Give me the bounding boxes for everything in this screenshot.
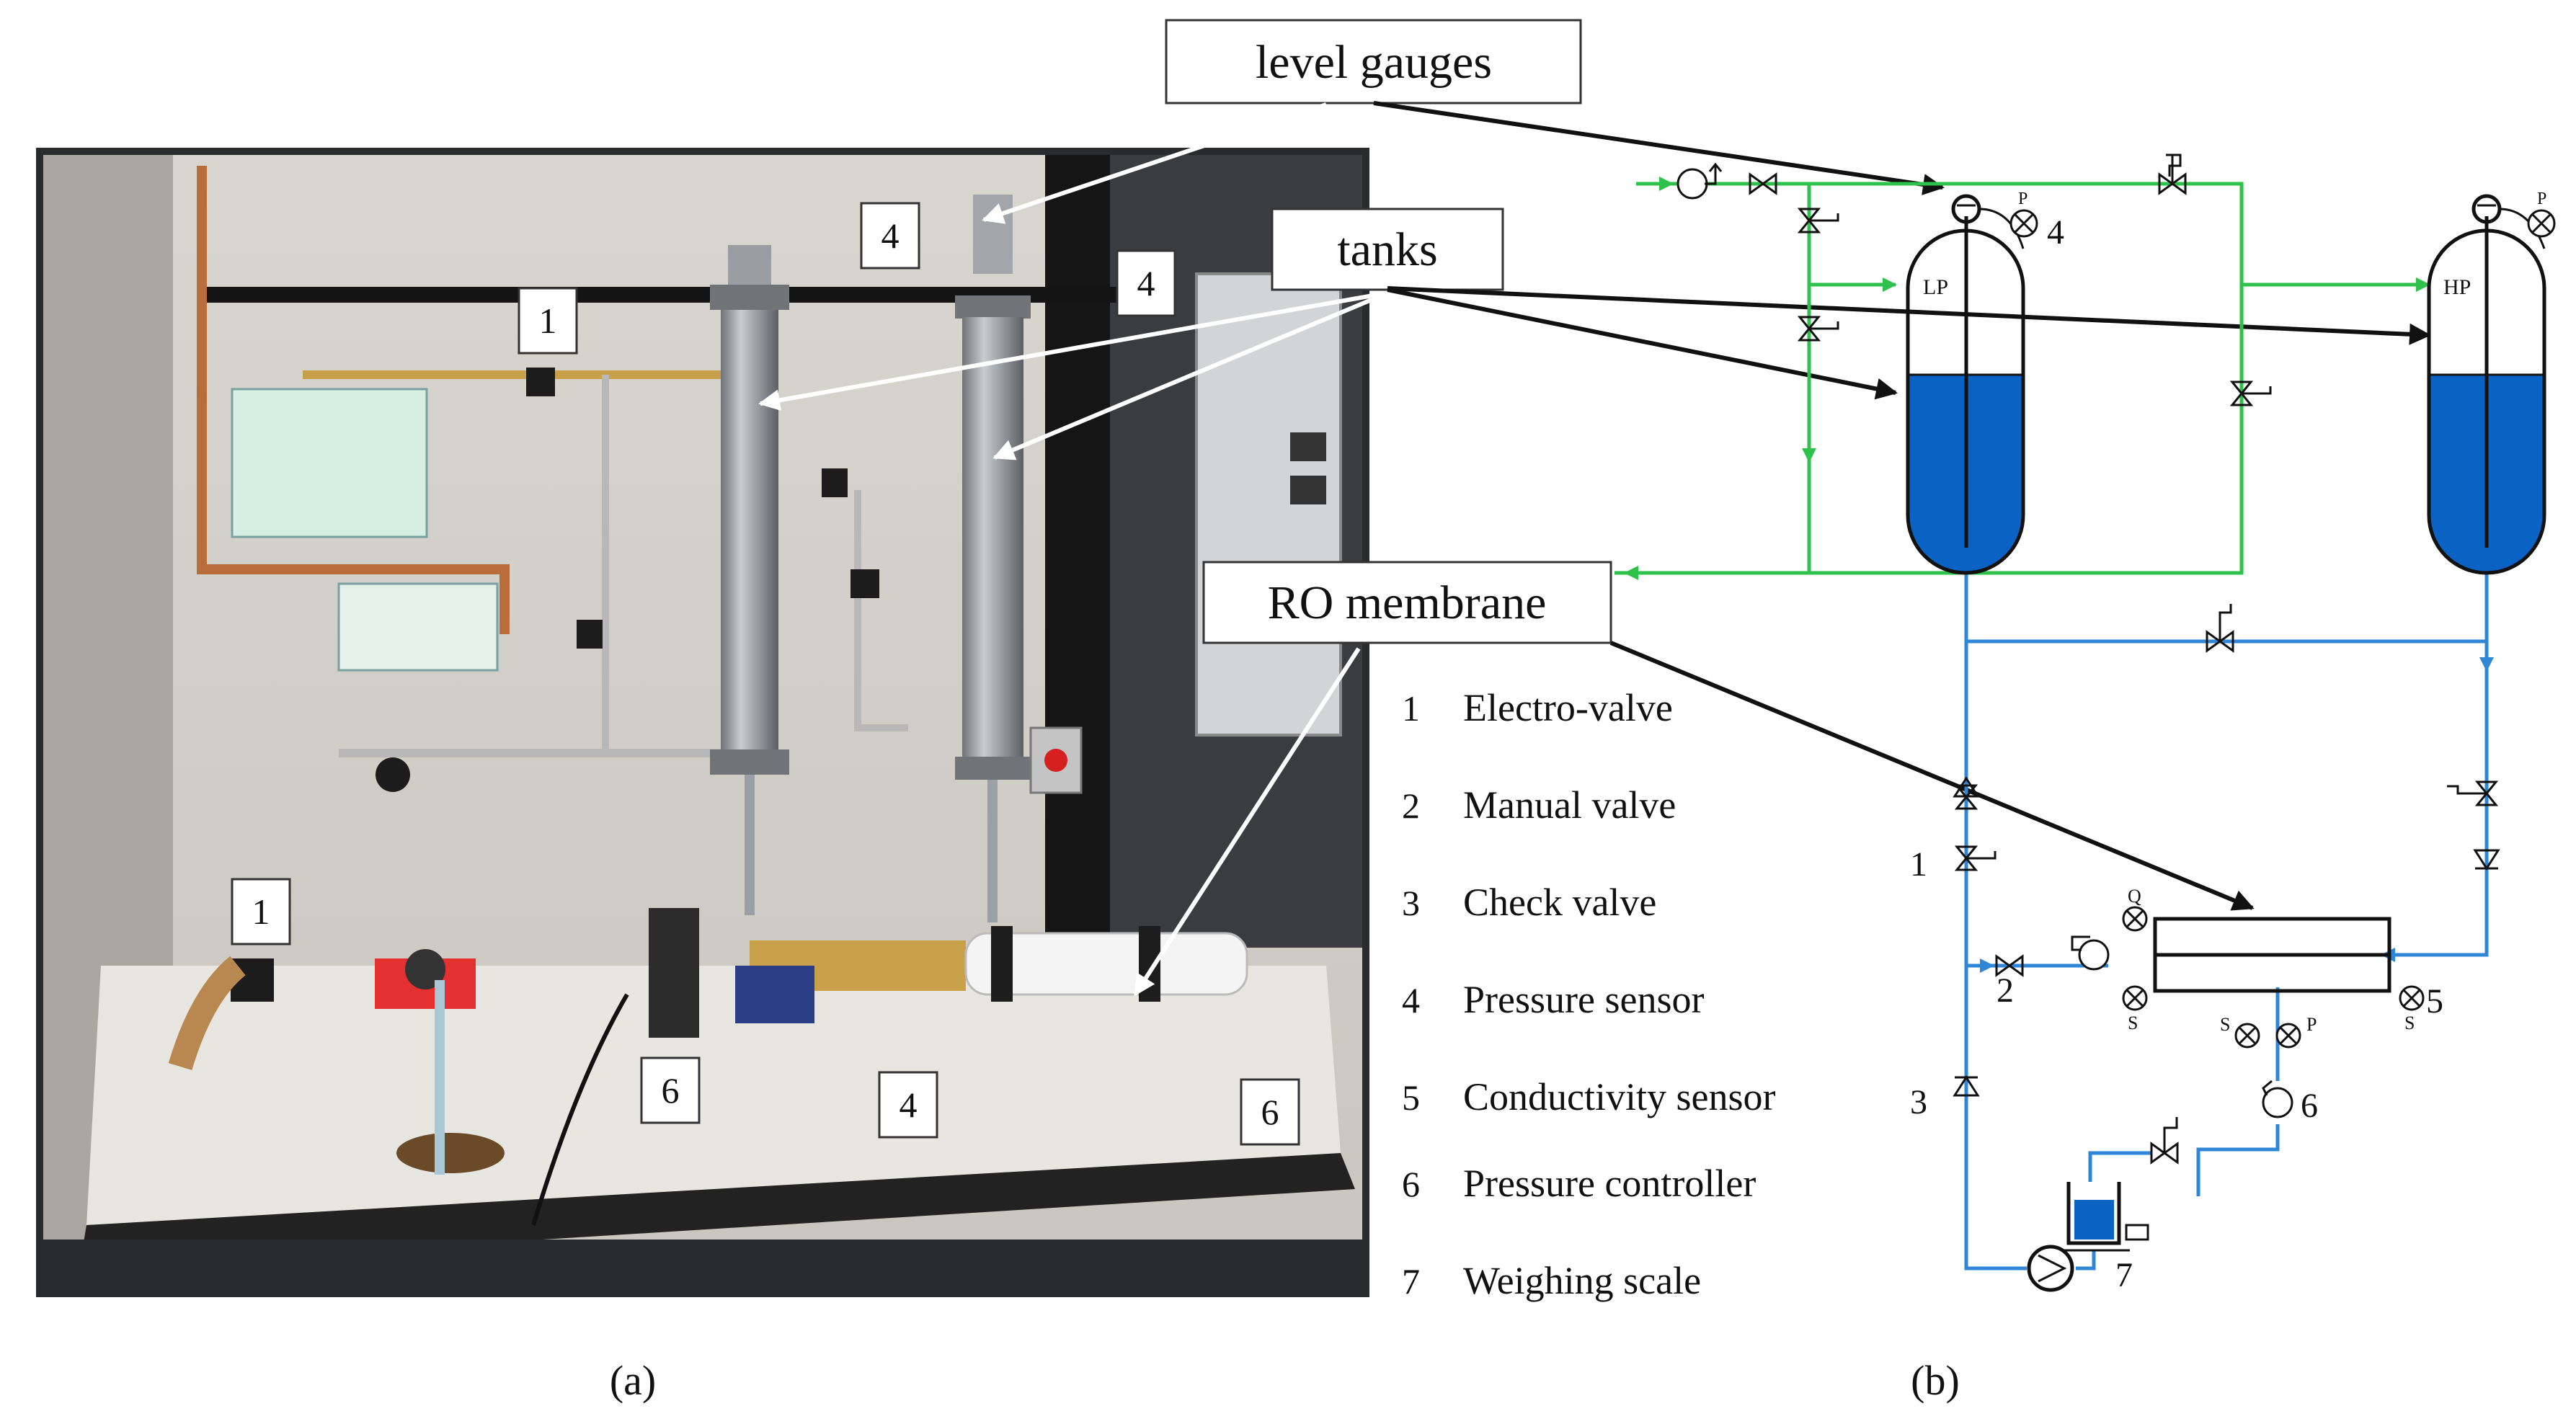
legend-text-1: Electro-valve — [1463, 686, 1673, 729]
sensor-letter-p-mid: P — [2306, 1014, 2317, 1035]
diagram-number-7: 7 — [2115, 1256, 2133, 1294]
panel-label-b: (b) — [1911, 1357, 1960, 1404]
diagram-number-2: 2 — [1997, 971, 2014, 1010]
blue-lines — [1964, 555, 2494, 1271]
legend-num-1: 1 — [1402, 688, 1420, 729]
callout-level-gauges-text: level gauges — [1256, 36, 1492, 89]
legend-text-3: Check valve — [1463, 881, 1656, 924]
hp-label: HP — [2443, 275, 2471, 299]
callout-level-gauges: level gauges — [1165, 19, 1582, 104]
sensor-letter-q: Q — [2128, 886, 2141, 907]
lp-label: LP — [1923, 275, 1948, 299]
sensor-letter-s-right: S — [2404, 1013, 2415, 1033]
pressure-sensor-icons — [2009, 209, 2556, 1049]
photo-number-1-top: 1 — [539, 301, 557, 341]
valve-icons — [1749, 172, 2499, 1165]
diagram-number-5: 5 — [2426, 982, 2443, 1020]
hp-tank: HP — [2427, 216, 2546, 575]
legend-text-6: Pressure controller — [1463, 1162, 1756, 1205]
sensor-letter-s-mid: S — [2220, 1014, 2230, 1035]
callout-tanks: tanks — [1271, 208, 1504, 291]
weighing-scale-icon — [2061, 1182, 2149, 1252]
callout-tanks-text: tanks — [1337, 223, 1437, 276]
legend-num-4: 4 — [1402, 980, 1420, 1020]
pump-icon — [2027, 1245, 2074, 1292]
sensor-letters: P P Q S S P S — [2018, 190, 2546, 1035]
pressure-controller-icons — [1676, 162, 2293, 1118]
ro-membrane-module — [2153, 917, 2391, 993]
sensor-letter-p-hp: P — [2537, 190, 2546, 208]
sensor-letter-p-lp: P — [2018, 190, 2028, 208]
photo-number-tags: 1 4 4 1 6 4 6 — [231, 202, 1300, 1146]
check-valve-icons — [1953, 776, 2500, 1097]
legend-num-7: 7 — [1402, 1261, 1420, 1301]
panel-label-a: (a) — [610, 1357, 656, 1404]
legend-num-5: 5 — [1402, 1077, 1420, 1118]
photo-number-4-bench: 4 — [900, 1085, 918, 1125]
sensor-letter-s-left: S — [2128, 1013, 2138, 1033]
photo-number-1-bench: 1 — [252, 891, 270, 932]
legend-num-3: 3 — [1402, 883, 1420, 923]
callout-ro-membrane: RO membrane — [1202, 561, 1612, 644]
electro-valve-coils — [1809, 153, 2487, 1153]
callout-ro-membrane-text: RO membrane — [1268, 577, 1547, 629]
diagram-number-1: 1 — [1910, 845, 1927, 884]
diagram-number-4: 4 — [2047, 213, 2064, 252]
schematic: LP HP P — [1615, 153, 2556, 1294]
legend-text-5: Conductivity sensor — [1463, 1075, 1775, 1118]
photo-number-6-right: 6 — [1261, 1092, 1279, 1132]
legend-num-6: 6 — [1402, 1164, 1420, 1204]
diagram-number-6: 6 — [2301, 1087, 2318, 1125]
photo-panel: 1 4 4 1 6 4 6 — [36, 148, 1369, 1297]
photo-number-6-left: 6 — [662, 1070, 680, 1111]
legend: 1 Electro-valve 2 Manual valve 3 Check v… — [1402, 686, 1775, 1302]
legend-text-2: Manual valve — [1463, 783, 1676, 827]
photo-number-4-tank: 4 — [1137, 263, 1155, 303]
legend-text-7: Weighing scale — [1463, 1259, 1701, 1302]
level-gauge-icons — [1951, 194, 2546, 249]
diagram-number-labels: 4 1 2 3 5 6 7 — [1910, 213, 2443, 1294]
lp-tank: LP — [1906, 216, 2025, 575]
diagram-number-3: 3 — [1910, 1083, 1927, 1121]
photo-pointers — [758, 102, 1374, 997]
photo-number-4-gauge: 4 — [881, 215, 900, 256]
legend-text-4: Pressure sensor — [1463, 978, 1704, 1021]
green-lines — [1615, 177, 2430, 580]
legend-num-2: 2 — [1402, 786, 1420, 826]
